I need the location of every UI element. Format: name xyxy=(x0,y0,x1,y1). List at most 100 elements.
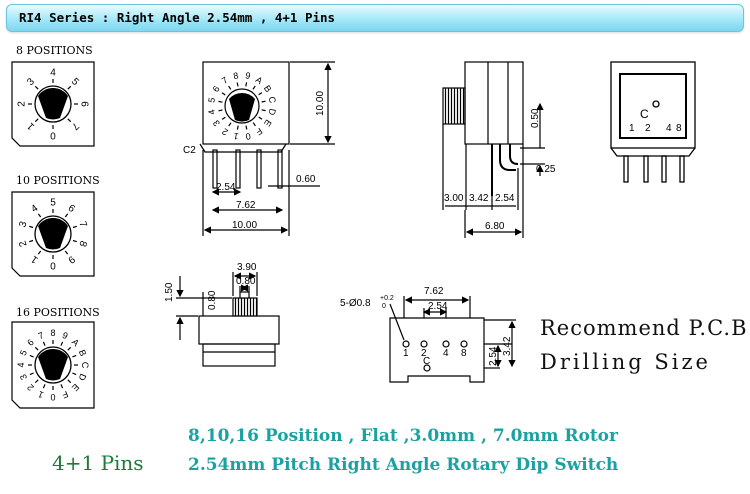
frontdial-label: 1 xyxy=(233,131,240,142)
front-dim-width: 10.00 xyxy=(232,220,257,231)
bottom-dim-b: 0.80 xyxy=(236,276,256,287)
rot16-label: 0 xyxy=(50,392,55,402)
side-dim-depth: 6.80 xyxy=(485,221,505,232)
frontdial-label: F xyxy=(254,126,265,138)
rot10-label: 9 xyxy=(65,253,76,265)
rot8-tick xyxy=(67,85,72,90)
back-pin-2: 2 xyxy=(645,123,651,134)
back-pin-8: 8 xyxy=(676,123,682,134)
rot10-tick xyxy=(72,239,77,243)
rot16-label: C xyxy=(80,362,90,369)
bottom-dim-a: 3.90 xyxy=(237,262,257,273)
pcb-tolerance: +0.2 xyxy=(380,295,394,302)
bottom-view xyxy=(176,272,280,367)
frontdial-tick xyxy=(221,116,226,120)
frontdial-label: C xyxy=(267,96,278,105)
side-dim-pin: 0.25 xyxy=(536,164,556,175)
side-dim-offset: 0.50 xyxy=(530,108,541,128)
rot8-label: 2 xyxy=(17,101,28,107)
bottom-body xyxy=(198,315,280,345)
frontdial-tick xyxy=(261,100,266,103)
rot16-tick xyxy=(29,372,34,376)
rot16-tick xyxy=(29,354,34,358)
frontdial-tick xyxy=(258,116,263,120)
rot16-label: D xyxy=(76,372,88,382)
frontdial-label: 6 xyxy=(211,84,222,94)
frontdial-tick xyxy=(218,100,223,103)
rot8-tick xyxy=(67,118,72,123)
frontdial-tick xyxy=(236,125,239,130)
rot16-tick xyxy=(67,346,72,351)
pins-label: 4+1 Pins xyxy=(52,451,144,475)
rot16-tick xyxy=(60,341,64,346)
pcb-pin-1: 1 xyxy=(403,348,409,359)
rotor-16-knob xyxy=(34,346,72,384)
side-dim-c: 2.54 xyxy=(495,193,515,204)
frontdial-tick xyxy=(245,82,248,87)
rot16-tick xyxy=(42,384,46,389)
frontdial-label: 3 xyxy=(211,118,222,128)
frontdial-label: 9 xyxy=(244,70,251,81)
title-banner: RI4 Series : Right Angle 2.54mm , 4+1 Pi… xyxy=(6,4,744,32)
rotor-8-knob xyxy=(34,85,72,123)
pcb-pin-8: 8 xyxy=(461,348,467,359)
footer-line-1: 8,10,16 Position , Flat ,3.0mm , 7.0mm R… xyxy=(188,426,618,446)
bottom-dim-d: 0.80 xyxy=(207,290,218,310)
rot16-tick xyxy=(72,372,77,376)
rot16-label: 5 xyxy=(18,349,29,357)
side-dim-a: 3.00 xyxy=(444,193,464,204)
rot16-label: 4 xyxy=(16,362,26,367)
frontdial-tick xyxy=(252,122,256,127)
back-pin-4: 4 xyxy=(666,123,672,134)
frontdial-label: D xyxy=(267,108,278,117)
pcb-dim-pitch: 2.54 xyxy=(428,301,448,312)
pcb-c-label: C xyxy=(423,356,430,367)
frontdial-label: E xyxy=(262,118,274,129)
front-dim-span: 7.62 xyxy=(236,200,256,211)
rot16-tick xyxy=(42,341,46,346)
pcb-hole-callout: 5-Ø0.8 xyxy=(340,298,371,309)
side-view xyxy=(442,61,545,238)
rot16-label: 8 xyxy=(50,328,55,338)
rotor-8-title: 8 POSITIONS xyxy=(16,44,93,57)
rot16-label: 9 xyxy=(61,330,69,341)
front-dim-height: 10.00 xyxy=(315,91,326,116)
rot8-tick xyxy=(34,118,39,123)
rot10-tick xyxy=(29,225,34,229)
rot10-label: 1 xyxy=(29,253,40,265)
footer-line-2: 2.54mm Pitch Right Angle Rotary Dip Swit… xyxy=(188,455,619,475)
rot10-label: 7 xyxy=(76,220,88,229)
front-c-label: C2 xyxy=(183,145,196,156)
front-view xyxy=(199,61,335,236)
rotor-10-slot xyxy=(38,217,68,250)
pcb-dim-v1: 2.54 xyxy=(488,346,499,366)
side-dim-b: 3.42 xyxy=(469,193,489,204)
pcb-footprint xyxy=(389,296,516,383)
rotor-8-slot xyxy=(38,87,68,120)
frontdial-tick xyxy=(218,109,223,112)
rot10-tick xyxy=(37,250,42,255)
pcb-dim-v2: 3.42 xyxy=(502,336,513,356)
rot8-label: 4 xyxy=(50,68,56,79)
rot10-label: 4 xyxy=(29,203,40,215)
rotor-10-knob xyxy=(34,215,72,253)
rot10-tick xyxy=(64,250,69,255)
frontdial-label: 8 xyxy=(232,70,239,81)
rot10-tick xyxy=(29,239,34,243)
rot16-tick xyxy=(34,379,39,384)
rot10-label: 0 xyxy=(50,260,56,271)
rot8-label: 0 xyxy=(50,130,56,141)
frontdial-label: 7 xyxy=(220,75,230,86)
pcb-pin-4: 4 xyxy=(443,348,449,359)
rot10-label: 2 xyxy=(17,239,29,248)
rot16-label: B xyxy=(77,348,89,357)
frontdial-label: 5 xyxy=(206,97,217,104)
rot16-label: F xyxy=(60,389,69,401)
rotor-10-title: 10 POSITIONS xyxy=(16,174,100,187)
frontdial-tick xyxy=(261,109,266,112)
frontdial-label: 2 xyxy=(220,126,230,137)
rot16-tick xyxy=(34,346,39,351)
